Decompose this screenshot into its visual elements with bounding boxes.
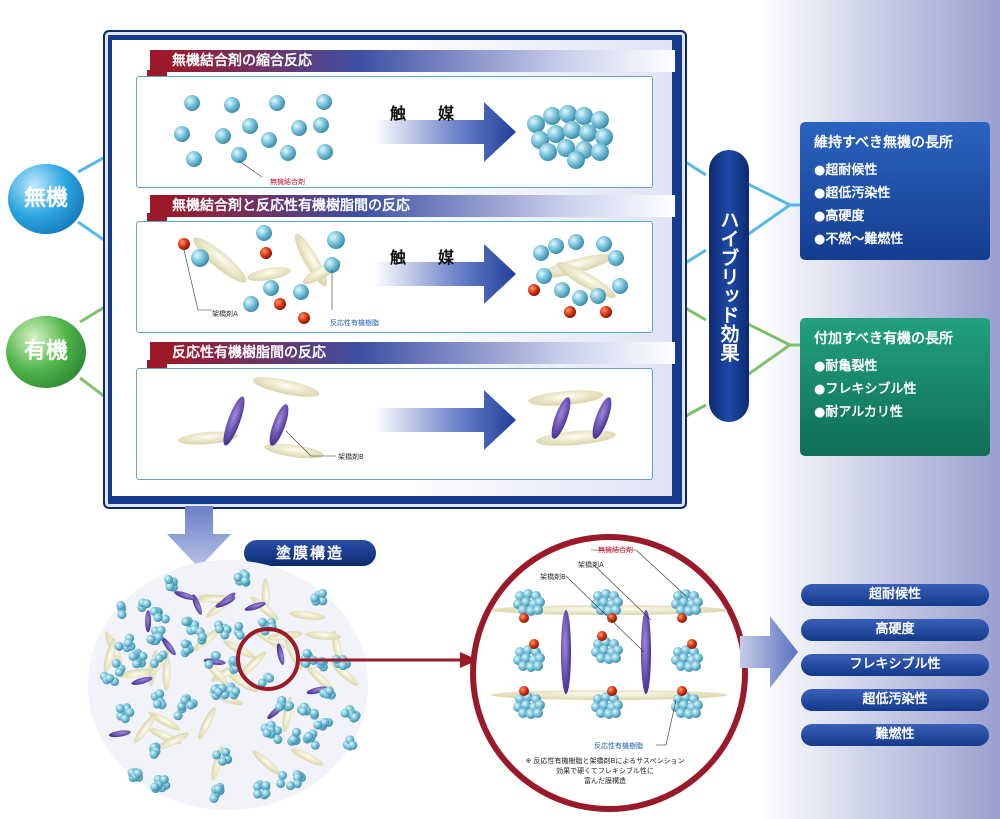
reaction-illustrations: [174, 94, 628, 459]
inorganic-item: ●不燃～難燃性: [814, 232, 904, 247]
zoom-circle: [470, 534, 748, 812]
step-3-reactants: [178, 377, 324, 459]
coating-structure-title: 塗膜構造: [244, 540, 376, 566]
organic-strengths-title: 付加すべき有機の長所: [814, 331, 954, 347]
result-pill: フレキシブル性: [801, 654, 989, 676]
label-crosslinker-a: 架橋剤A: [212, 310, 238, 318]
results-arrow: [740, 616, 798, 688]
label-inorganic-binder: 無機結合剤: [270, 178, 305, 186]
hybrid-effect-bar: ハイブリッド効果: [709, 150, 749, 422]
inorganic-bubble: 無機: [8, 164, 84, 234]
zoom-label-inorganic-binder: 無機結合剤: [598, 546, 633, 554]
result-pill: 難燃性: [801, 724, 989, 746]
step-1-arrow: [374, 102, 516, 162]
organic-strengths-box: 付加すべき有機の長所 ●耐亀裂性 ●フレキシブル性 ●耐アルカリ性: [800, 318, 990, 456]
zoom-note: ※ 反応性有機樹脂と架橋剤Bによるサスペンション 効果で硬くてフレキシブル性に …: [510, 756, 700, 786]
step-2-catalyst: 触 媒: [390, 248, 455, 267]
step-3-bar: [150, 342, 675, 364]
zoom-label-crosslinker-a: 架橋剤A: [578, 561, 604, 569]
step-1-scattered-particles: [174, 94, 333, 167]
inorganic-item: ●高硬度: [814, 209, 865, 224]
step-1-bar: [150, 50, 675, 72]
zoom-note-line: 効果で硬くてフレキシブル性に: [556, 767, 654, 775]
step-3-title: 反応性有機樹脂間の反応: [172, 345, 326, 361]
inorganic-strengths-box: 維持すべき無機の長所 ●超耐候性 ●超低汚染性 ●高硬度 ●不燃～難燃性: [800, 122, 990, 260]
zoom-connector-arrow: [300, 652, 478, 668]
step-1-condensed-cluster: [527, 105, 613, 169]
hybrid-effect-label: ハイブリッド効果: [717, 210, 740, 362]
label-reactive-resin: 反応性有機樹脂: [330, 319, 379, 327]
step-3-product: [528, 390, 616, 446]
zoom-note-line: 富んだ膜構造: [584, 777, 626, 785]
organic-item: ●耐アルカリ性: [814, 405, 903, 420]
down-arrow: [167, 506, 231, 568]
organic-item: ●耐亀裂性: [814, 359, 878, 374]
organic-bubble: 有機: [6, 316, 86, 388]
coating-structure-illustration: [88, 560, 368, 810]
zoom-illustration: [491, 549, 727, 746]
zoom-label-resin: 反応性有機樹脂: [594, 742, 643, 750]
step-3-arrow: [374, 390, 516, 450]
zoom-note-line: ※ 反応性有機樹脂と架橋剤Bによるサスペンション: [525, 757, 685, 765]
organic-item: ●フレキシブル性: [814, 382, 917, 397]
label-crosslinker-b: 架橋剤B: [338, 453, 364, 461]
zoom-label-crosslinker-b: 架橋剤B: [540, 573, 566, 581]
step-2-product-network: [528, 234, 628, 318]
result-pill: 超低汚染性: [801, 689, 989, 711]
step-2-bar: [150, 195, 675, 217]
step-1-catalyst: 触 媒: [390, 104, 455, 123]
result-pill: 超耐候性: [801, 584, 989, 606]
inorganic-strengths-title: 維持すべき無機の長所: [814, 135, 954, 151]
inorganic-item: ●超耐候性: [814, 163, 878, 178]
step-2-arrow: [374, 244, 516, 304]
result-pill: 高硬度: [801, 619, 989, 641]
step-1-title: 無機結合剤の縮合反応: [172, 53, 312, 69]
step-2-title: 無機結合剤と反応性有機樹脂間の反応: [172, 198, 410, 214]
step-2-reactants: [178, 225, 345, 324]
inorganic-item: ●超低汚染性: [814, 186, 891, 201]
